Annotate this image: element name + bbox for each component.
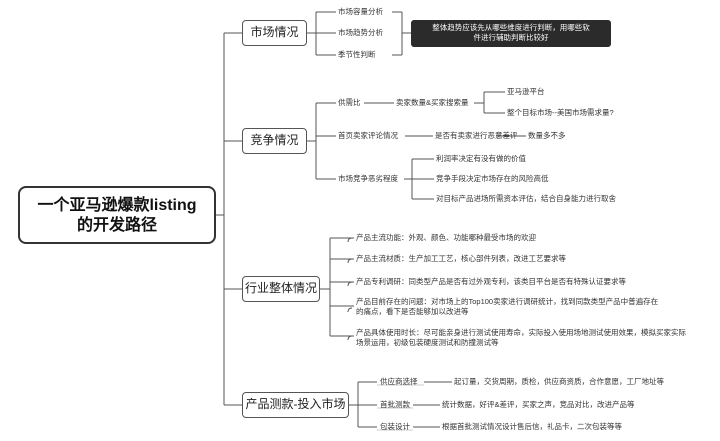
launch-node: 产品测款-投入市场 [242, 392, 349, 418]
market-capacity: 市场容量分析 [338, 7, 383, 16]
supplier-selection: 供应商选择 [380, 377, 418, 386]
amazon-platform: 亚马逊平台 [507, 87, 545, 96]
callout-line2: 件进行辅助判断比较好 [473, 33, 549, 42]
market-seasonality: 季节性判断 [338, 50, 376, 59]
packaging-design: 包装设计 [380, 422, 410, 431]
demand-ratio: 供需比 [338, 98, 361, 107]
industry-item-patent: 产品专利调研：同类型产品是否有过外观专利，该类目平台是否有特殊认证要求等 [356, 277, 626, 286]
callout-line1: 整体趋势应该先从哪些维度进行判断，用哪些软 [432, 23, 590, 32]
first-batch-test-detail: 统计数据，好评&差评，买家之声，竞品对比，改进产品等 [442, 400, 635, 409]
industry-item-material: 产品主流材质：生产加工工艺，核心部件列表，改进工艺要求等 [356, 254, 566, 263]
review-quantity: 数量多不多 [528, 131, 566, 140]
market-trend: 市场趋势分析 [338, 28, 383, 37]
capital-assessment: 对目标产品进场所需资本评估，结合自身能力进行取舍 [436, 194, 616, 203]
industry-item-lifespan: 产品具体使用时长：尽可能亲身进行测试使用寿命，实际投入使用场地测试使用效果，模拟… [356, 328, 686, 347]
profit-margin: 利润率决定有没有做的价值 [436, 154, 526, 163]
supplier-selection-detail: 起订量，交货周期，质检，供应商资质，合作意愿，工厂地址等 [454, 377, 664, 386]
root-title-line2: 的开发路径 [76, 217, 157, 234]
sellers-vs-searches: 卖家数量&买家搜索量 [396, 98, 469, 107]
competition-node: 竞争情况 [242, 128, 307, 154]
packaging-design-detail: 根据首批测试情况设计售后信，礼品卡，二次包装等等 [442, 422, 622, 431]
malicious-reviews: 是否有卖家进行恶意差评 [435, 131, 518, 140]
industry-item-function: 产品主流功能：外观、颜色、功能哪种最受市场的欢迎 [356, 233, 536, 242]
root-title-line1: 一个亚马逊爆款listing [37, 197, 197, 214]
market-callout: 整体趋势应该先从哪些维度进行判断，用哪些软 件进行辅助判断比较好 [411, 20, 611, 47]
us-market-demand: 整个目标市场--美国市场需求量? [507, 108, 614, 117]
competition-severity: 市场竞争恶劣程度 [338, 174, 398, 183]
competition-means: 竞争手段决定市场存在的风险高低 [436, 174, 549, 183]
first-page-reviews: 首页卖家评论情况 [338, 131, 398, 140]
industry-node: 行业整体情况 [242, 276, 320, 302]
first-batch-test: 首批测款 [380, 400, 410, 409]
root-node: 一个亚马逊爆款listing 的开发路径 [18, 186, 216, 244]
market-node: 市场情况 [242, 20, 307, 46]
industry-item-problems: 产品目前存在的问题：对市场上的Top100卖家进行调研统计，找到同款类型产品中普… [356, 297, 659, 316]
